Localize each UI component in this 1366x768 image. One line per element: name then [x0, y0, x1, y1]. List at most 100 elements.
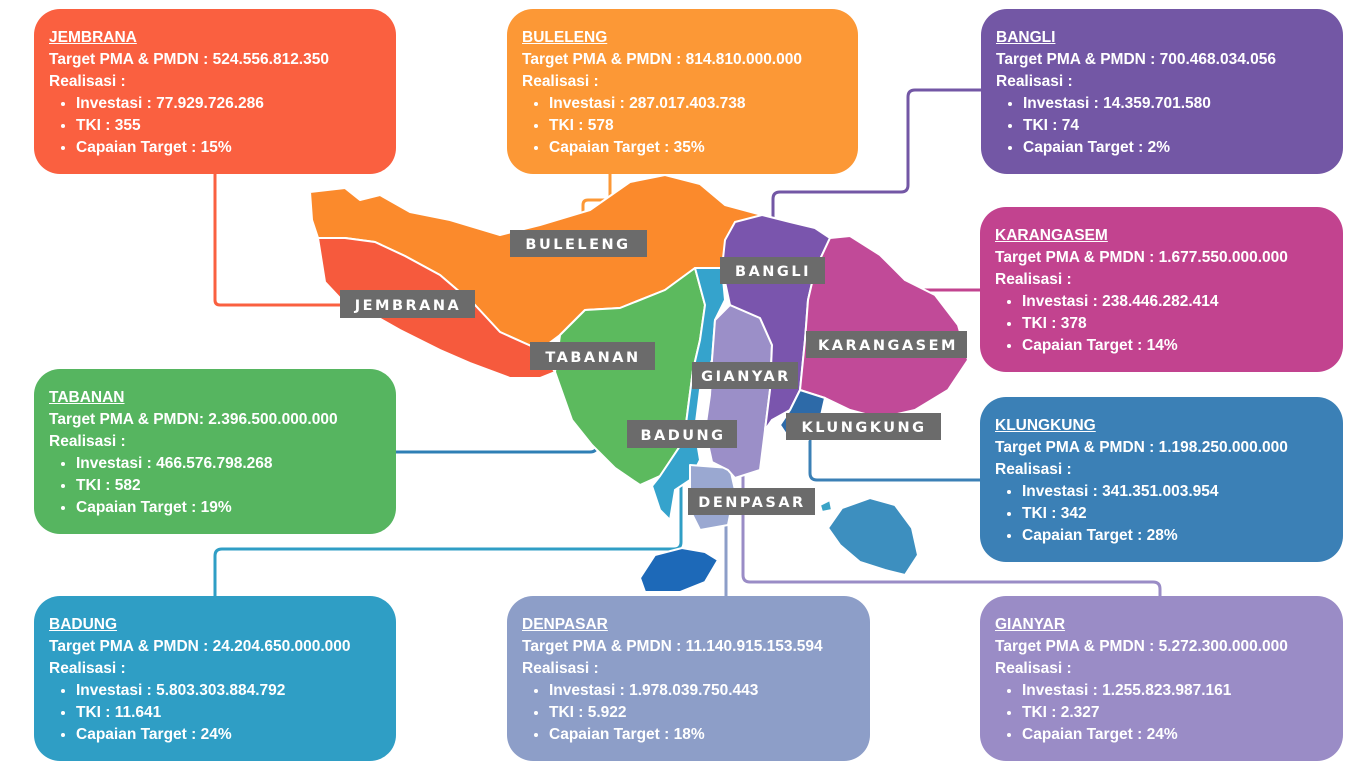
card-title: DENPASAR	[522, 616, 608, 633]
card-stats: Investasi : 77.929.726.286 TKI : 355 Cap…	[49, 93, 381, 159]
card-investasi: Investasi : 466.576.798.268	[76, 453, 381, 475]
card-investasi: Investasi : 77.929.726.286	[76, 93, 381, 115]
card-bangli: BANGLI Target PMA & PMDN : 700.468.034.0…	[981, 9, 1343, 174]
region-gianyar	[704, 304, 773, 479]
card-title: TABANAN	[49, 389, 125, 406]
card-target: Target PMA & PMDN: 2.396.500.000.000	[49, 411, 338, 428]
map-label-klungkung: KLUNGKUNG	[801, 420, 926, 436]
card-denpasar: DENPASAR Target PMA & PMDN : 11.140.915.…	[507, 596, 870, 761]
card-capaian: Capaian Target : 35%	[549, 137, 843, 159]
card-realisasi: Realisasi :	[522, 660, 599, 677]
map-label-bangli: BANGLI	[735, 264, 811, 280]
bukit-peninsula	[639, 547, 719, 593]
connector-badung	[213, 446, 683, 598]
card-capaian: Capaian Target : 28%	[1022, 525, 1328, 547]
card-title: JEMBRANA	[49, 29, 137, 46]
card-stats: Investasi : 1.255.823.987.161 TKI : 2.32…	[995, 680, 1328, 746]
card-stats: Investasi : 466.576.798.268 TKI : 582 Ca…	[49, 453, 381, 519]
nusa-penida	[827, 497, 919, 576]
card-target: Target PMA & PMDN : 1.677.550.000.000	[995, 249, 1288, 266]
card-investasi: Investasi : 5.803.303.884.792	[76, 680, 381, 702]
card-title: KARANGASEM	[995, 227, 1108, 244]
nusa-lembongan	[819, 499, 833, 513]
card-realisasi: Realisasi :	[996, 73, 1073, 90]
card-tki: TKI : 342	[1022, 503, 1328, 525]
card-klungkung: KLUNGKUNG Target PMA & PMDN : 1.198.250.…	[980, 397, 1343, 562]
map-label-gianyar: GIANYAR	[701, 369, 791, 385]
card-tki: TKI : 582	[76, 475, 381, 497]
card-capaian: Capaian Target : 19%	[76, 497, 381, 519]
label-bg-badung	[627, 420, 737, 448]
card-target: Target PMA & PMDN : 11.140.915.153.594	[522, 638, 823, 655]
card-tki: TKI : 74	[1023, 115, 1328, 137]
label-bg-gianyar	[692, 362, 798, 389]
card-capaian: Capaian Target : 14%	[1022, 335, 1328, 357]
card-tki: TKI : 378	[1022, 313, 1328, 335]
map-label-karangasem: KARANGASEM	[818, 338, 958, 354]
card-capaian: Capaian Target : 2%	[1023, 137, 1328, 159]
card-investasi: Investasi : 341.351.003.954	[1022, 481, 1328, 503]
card-investasi: Investasi : 14.359.701.580	[1023, 93, 1328, 115]
card-title: BULELENG	[522, 29, 608, 46]
card-stats: Investasi : 287.017.403.738 TKI : 578 Ca…	[522, 93, 843, 159]
card-investasi: Investasi : 1.978.039.750.443	[549, 680, 855, 702]
card-investasi: Investasi : 287.017.403.738	[549, 93, 843, 115]
card-tki: TKI : 11.641	[76, 702, 381, 724]
label-bg-klungkung	[786, 413, 941, 440]
card-realisasi: Realisasi :	[49, 660, 126, 677]
card-title: BADUNG	[49, 616, 118, 633]
card-realisasi: Realisasi :	[995, 660, 1072, 677]
card-karangasem: KARANGASEM Target PMA & PMDN : 1.677.550…	[980, 207, 1343, 372]
label-bg-jembrana	[340, 290, 475, 318]
card-badung: BADUNG Target PMA & PMDN : 24.204.650.00…	[34, 596, 396, 761]
connector-gianyar	[741, 386, 1162, 598]
card-investasi: Investasi : 1.255.823.987.161	[1022, 680, 1328, 702]
card-capaian: Capaian Target : 24%	[76, 724, 381, 746]
map-label-jembrana: JEMBRANA	[354, 298, 462, 314]
card-tki: TKI : 355	[76, 115, 381, 137]
card-gianyar: GIANYAR Target PMA & PMDN : 5.272.300.00…	[980, 596, 1343, 761]
card-target: Target PMA & PMDN : 24.204.650.000.000	[49, 638, 351, 655]
card-stats: Investasi : 238.446.282.414 TKI : 378 Ca…	[995, 291, 1328, 357]
card-capaian: Capaian Target : 24%	[1022, 724, 1328, 746]
map-label-denpasar: DENPASAR	[698, 495, 805, 511]
card-title: BANGLI	[996, 29, 1056, 46]
card-stats: Investasi : 1.978.039.750.443 TKI : 5.92…	[522, 680, 855, 746]
card-tki: TKI : 2.327	[1022, 702, 1328, 724]
card-target: Target PMA & PMDN : 5.272.300.000.000	[995, 638, 1288, 655]
card-buleleng: BULELENG Target PMA & PMDN : 814.810.000…	[507, 9, 858, 174]
connector-jembrana	[213, 172, 345, 307]
card-realisasi: Realisasi :	[49, 73, 126, 90]
card-stats: Investasi : 14.359.701.580 TKI : 74 Capa…	[996, 93, 1328, 159]
card-stats: Investasi : 5.803.303.884.792 TKI : 11.6…	[49, 680, 381, 746]
label-bg-denpasar	[688, 488, 815, 515]
card-target: Target PMA & PMDN : 814.810.000.000	[522, 51, 802, 68]
card-capaian: Capaian Target : 18%	[549, 724, 855, 746]
connector-klungkung	[808, 440, 982, 482]
card-stats: Investasi : 341.351.003.954 TKI : 342 Ca…	[995, 481, 1328, 547]
card-target: Target PMA & PMDN : 700.468.034.056	[996, 51, 1276, 68]
card-investasi: Investasi : 238.446.282.414	[1022, 291, 1328, 313]
card-realisasi: Realisasi :	[995, 271, 1072, 288]
label-bg-tabanan	[530, 342, 655, 370]
card-tki: TKI : 578	[549, 115, 843, 137]
card-capaian: Capaian Target : 15%	[76, 137, 381, 159]
card-realisasi: Realisasi :	[995, 461, 1072, 478]
card-tabanan: TABANAN Target PMA & PMDN: 2.396.500.000…	[34, 369, 396, 534]
region-karangasem	[799, 235, 969, 419]
card-realisasi: Realisasi :	[522, 73, 599, 90]
card-tki: TKI : 5.922	[549, 702, 855, 724]
label-bg-bangli	[720, 257, 825, 284]
map-label-buleleng: BULELENG	[525, 237, 630, 253]
map-label-badung: BADUNG	[640, 428, 725, 444]
card-target: Target PMA & PMDN : 1.198.250.000.000	[995, 439, 1288, 456]
label-bg-buleleng	[510, 230, 647, 257]
card-title: KLUNGKUNG	[995, 417, 1096, 434]
card-realisasi: Realisasi :	[49, 433, 126, 450]
card-jembrana: JEMBRANA Target PMA & PMDN : 524.556.812…	[34, 9, 396, 174]
card-title: GIANYAR	[995, 616, 1066, 633]
connector-bangli	[771, 88, 982, 255]
map-label-tabanan: TABANAN	[545, 350, 640, 366]
card-target: Target PMA & PMDN : 524.556.812.350	[49, 51, 329, 68]
